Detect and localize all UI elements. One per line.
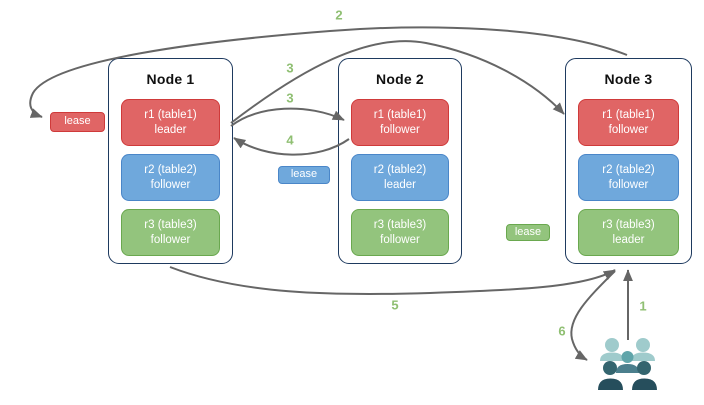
node-1: Node 1 r1 (table1) leader r2 (table2) fo… [108, 58, 233, 264]
node-2-replica-r2: r2 (table2) leader [351, 154, 449, 201]
node-3-replica-r3: r3 (table3) leader [578, 209, 679, 256]
replica-role: follower [380, 124, 420, 136]
node-1-replica-r3: r3 (table3) follower [121, 209, 220, 256]
step-label-5: 5 [391, 297, 399, 313]
arrow-3-replicate-to-node2 [230, 107, 345, 127]
node-3-title: Node 3 [604, 71, 653, 87]
replica-role: leader [384, 179, 416, 191]
node-1-title: Node 1 [146, 71, 195, 87]
users-group-icon [598, 338, 657, 390]
replica-id: r3 (table3) [373, 219, 427, 231]
replica-id: r3 (table3) [602, 219, 655, 231]
step-label-3-lower: 3 [286, 90, 294, 106]
node-2-replica-r3: r3 (table3) follower [351, 209, 449, 256]
node-3-replica-r1: r1 (table1) follower [578, 99, 679, 146]
replica-role: follower [608, 179, 649, 191]
step-label-3-upper: 3 [286, 60, 294, 76]
node-3: Node 3 r1 (table1) follower r2 (table2) … [565, 58, 692, 264]
replica-id: r2 (table2) [373, 164, 427, 176]
lease-tag-blue: lease [278, 166, 330, 184]
replica-id: r1 (table1) [373, 109, 427, 121]
node-3-replica-r2: r2 (table2) follower [578, 154, 679, 201]
replica-id: r2 (table2) [602, 164, 655, 176]
lease-tag-red: lease [50, 112, 105, 132]
replica-role: follower [150, 234, 191, 246]
replica-id: r3 (table3) [144, 219, 197, 231]
step-label-6: 6 [558, 323, 566, 339]
replica-role: follower [380, 234, 420, 246]
node-2-title: Node 2 [376, 71, 424, 87]
replica-role: leader [612, 234, 645, 246]
node-1-replica-r2: r2 (table2) follower [121, 154, 220, 201]
replica-id: r2 (table2) [144, 164, 197, 176]
step-label-2: 2 [335, 7, 343, 23]
step-label-4: 4 [286, 132, 294, 148]
replica-role: leader [154, 124, 187, 136]
replica-id: r1 (table1) [602, 109, 655, 121]
arrow-5-node1-to-node3 [169, 266, 616, 296]
node-2-replica-r1: r1 (table1) follower [351, 99, 449, 146]
replica-role: follower [608, 124, 649, 136]
node-2: Node 2 r1 (table1) follower r2 (table2) … [338, 58, 462, 264]
lease-tag-green: lease [506, 224, 550, 241]
node-1-replica-r1: r1 (table1) leader [121, 99, 220, 146]
step-label-1: 1 [639, 298, 647, 314]
replica-role: follower [150, 179, 191, 191]
replica-id: r1 (table1) [144, 109, 197, 121]
